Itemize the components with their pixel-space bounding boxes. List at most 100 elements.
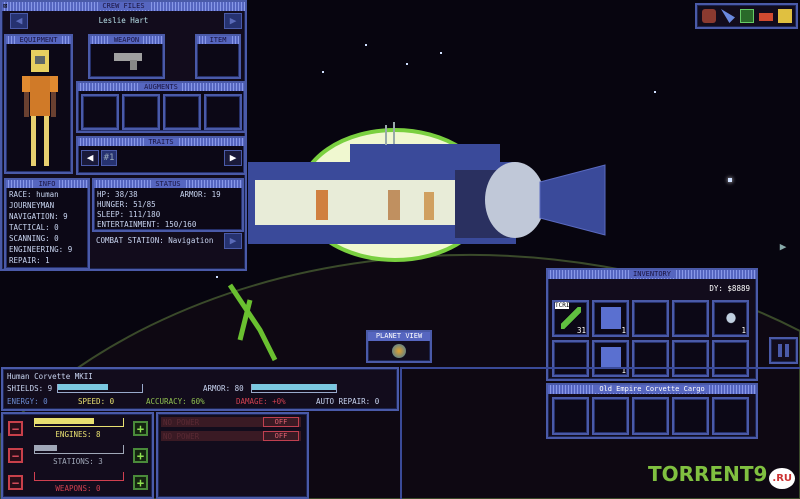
weapon-power-row: NO POWER OFF [161,431,301,441]
inventory-slot[interactable] [712,340,749,377]
planet-view-label: PLANET VIEW [371,332,427,340]
right-scroll-arrow[interactable]: ▶ [779,240,787,253]
item-count: 1 [741,326,746,335]
crew-portrait [22,50,58,166]
status-box: STATUS HP: 38/38 ARMOR: 19 HUNGER: 51/85… [92,178,244,232]
item-slot[interactable]: ITEM [195,34,241,79]
prev-trait-button[interactable]: ◀ [81,150,99,166]
journal-icon[interactable] [778,9,792,23]
item-tag: TCRI [555,302,570,309]
currency: DY: $8889 [709,284,750,293]
inventory-slot[interactable] [632,300,669,337]
power-label: WEAPONS: 0 [55,484,101,493]
power-bar [34,472,124,481]
decrease-power-button[interactable]: − [8,475,23,490]
damage-stat: DAMAGE: +0% [236,397,286,406]
panel-title: CREW FILES [98,2,149,10]
info-line: NAVIGATION: 9 [9,212,68,221]
star [406,63,408,65]
status-sleep: SLEEP: 111/180 [97,210,161,219]
watermark-text: TORRENT9 [648,462,768,486]
no-power-label: NO POWER [163,432,200,441]
inventory-slot[interactable] [552,340,589,377]
augment-slot[interactable] [122,94,160,130]
crew-files-panel: CREW FILES ⊠ ◀ Leslie Hart ▶ EQUIPMENT W… [0,0,247,271]
inventory-slot[interactable]: 1 [592,300,629,337]
planet-view-button[interactable]: PLANET VIEW [366,330,432,363]
energy-stat: ENERGY: 0 [7,397,48,406]
weapon-slot[interactable]: WEAPON [88,34,165,79]
station-icon[interactable] [759,13,773,21]
traits-box: TRAITS ◀ #1 ▶ [76,136,246,175]
increase-power-button[interactable]: + [133,448,148,463]
decrease-power-button[interactable]: − [8,448,23,463]
computer-icon[interactable] [740,9,754,23]
inventory-slot[interactable]: 31 TCRI [552,300,589,337]
power-bar [34,418,124,427]
combat-station: COMBAT STATION: Navigation [96,236,214,245]
augment-slot[interactable] [81,94,119,130]
augment-slot[interactable] [204,94,242,130]
equipment-title: EQUIPMENT [15,36,62,44]
log-panel [400,367,800,499]
planet-icon [392,344,406,358]
shields-bar [57,384,143,393]
decrease-power-button[interactable]: − [8,421,23,436]
shirt-icon [601,347,621,369]
cargo-slot[interactable] [592,397,629,435]
info-line: TACTICAL: 0 [9,223,59,232]
inventory-slot[interactable] [672,300,709,337]
top-toolbar [695,3,798,29]
cargo-panel: Old Empire Corvette Cargo [546,383,758,439]
augments-title: AUGMENTS [140,83,182,91]
energy-cell-icon [561,307,581,329]
status-entertainment: ENTERTAINMENT: 150/160 [97,220,197,229]
inventory-title: INVENTORY [629,270,675,278]
inventory-slot[interactable]: 1 [712,300,749,337]
item-count: 1 [621,326,626,335]
no-power-label: NO POWER [163,418,200,427]
planet-crack [227,283,278,362]
weapon-title: WEAPON [109,36,144,44]
item-count: 31 [576,326,586,335]
inventory-panel: INVENTORY DY: $8889 31 TCRI 1 1 1 [546,268,758,381]
shields-label: SHIELDS: 9 [7,384,53,393]
status-title: STATUS [151,180,185,188]
combat-station-next-button[interactable]: ▶ [224,233,242,249]
pause-button[interactable] [769,337,798,364]
cargo-slot[interactable] [712,397,749,435]
next-trait-button[interactable]: ▶ [224,150,242,166]
increase-power-button[interactable]: + [133,475,148,490]
inventory-slot[interactable] [672,340,709,377]
crew-name: Leslie Hart [98,16,149,25]
close-icon[interactable]: ⊠ [3,2,8,10]
armor-fill [252,384,336,390]
star [216,276,218,278]
pants-icon [601,307,621,329]
augments-box: AUGMENTS [76,81,246,133]
cargo-icon[interactable] [702,9,716,23]
next-crew-button[interactable]: ▶ [224,13,242,29]
pistol-grip [130,60,137,70]
cargo-slot[interactable] [632,397,669,435]
cargo-title: Old Empire Corvette Cargo [595,385,709,393]
prev-crew-button[interactable]: ◀ [10,13,28,29]
status-armor: ARMOR: 19 [180,190,221,199]
status-hunger: HUNGER: 51/85 [97,200,156,209]
weapon-power-row: NO POWER OFF [161,417,301,427]
pause-icon [778,344,789,357]
inventory-slot[interactable] [632,340,669,377]
cargo-slot[interactable] [552,397,589,435]
inventory-slot[interactable]: 1 [592,340,629,377]
ship-icon[interactable] [721,9,735,23]
shields-fill [58,384,109,390]
power-toggle[interactable]: OFF [263,417,299,427]
increase-power-button[interactable]: + [133,421,148,436]
watermark-suffix: .RU [769,468,796,489]
trait-badge[interactable]: #1 [101,150,117,166]
cargo-slot[interactable] [672,397,709,435]
accuracy-stat: ACCURACY: 60% [146,397,205,406]
power-toggle[interactable]: OFF [263,431,299,441]
augment-slot[interactable] [163,94,201,130]
item-count: 1 [621,366,626,375]
